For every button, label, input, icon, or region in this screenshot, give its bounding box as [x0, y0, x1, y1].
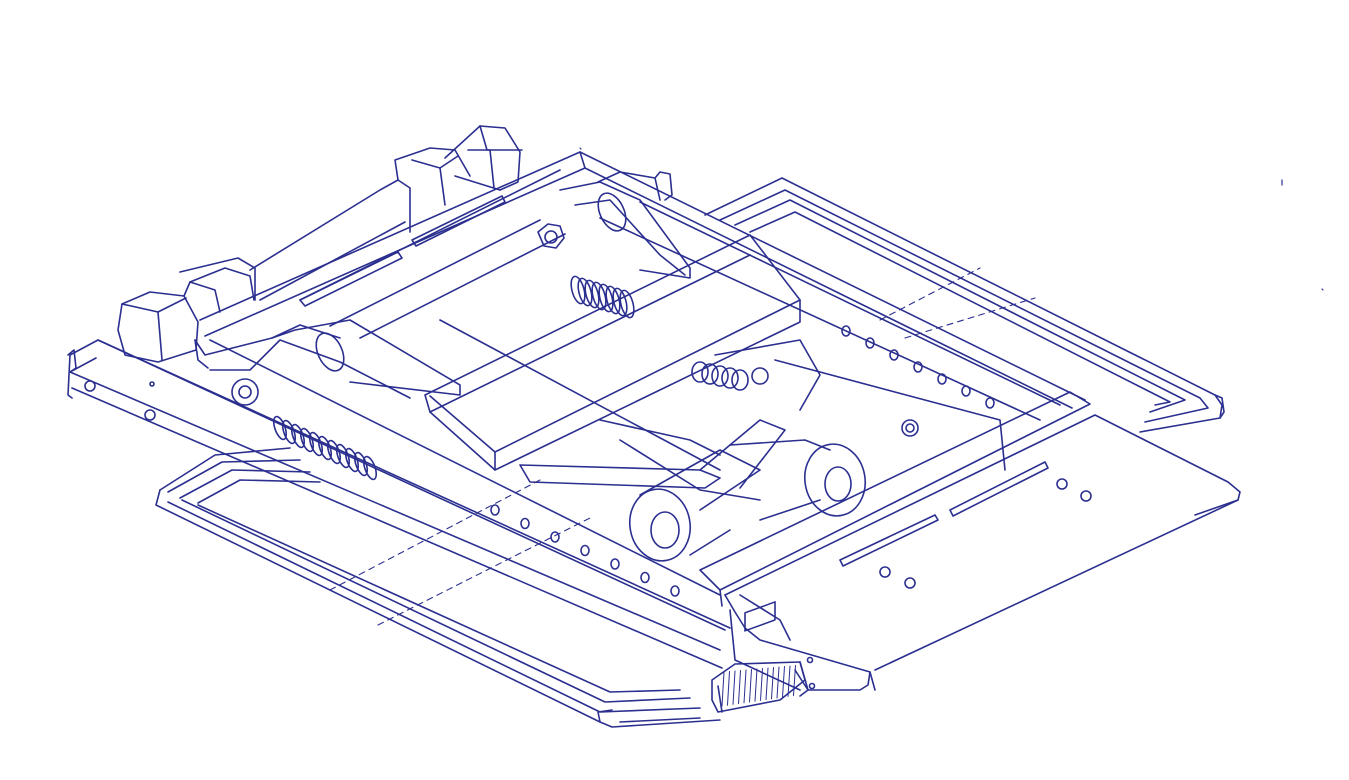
adjust-hole	[937, 373, 947, 385]
spring-coil	[290, 423, 306, 449]
plate-slot-2	[949, 461, 1049, 517]
grille-slat	[727, 671, 730, 706]
frame-hole	[144, 409, 156, 421]
grille-slat	[732, 670, 736, 705]
drawing-speck	[1321, 288, 1324, 291]
grille-slat	[721, 671, 725, 707]
adjust-hole	[640, 571, 650, 584]
drawing-speck	[579, 147, 582, 150]
plate-slot-1	[839, 514, 939, 567]
spring-coil	[326, 439, 342, 465]
roller-right	[729, 439, 866, 521]
grille-slat	[776, 666, 780, 699]
spring-coil	[701, 363, 719, 385]
grille-slat	[749, 669, 752, 703]
adjust-hole	[670, 585, 680, 597]
spring-coil	[598, 283, 614, 313]
grille-slat	[743, 669, 747, 704]
spring-coil	[711, 365, 729, 387]
slide-plate	[724, 414, 1241, 691]
spring-coil	[584, 279, 600, 309]
right-linkage-arm	[559, 171, 691, 279]
spring-coil	[344, 447, 360, 473]
spring-coil	[577, 277, 593, 307]
plate-hole	[879, 566, 891, 578]
adjust-hole	[841, 325, 851, 337]
spring-coil	[353, 451, 369, 477]
plate-hole	[1056, 478, 1068, 490]
rear-spring	[570, 275, 635, 319]
side-adjust-holes	[490, 504, 680, 597]
center-spring	[691, 361, 749, 391]
adjust-hole	[889, 349, 899, 361]
spring-coil	[299, 427, 315, 453]
spring-coil	[362, 455, 378, 481]
adjust-hole	[985, 397, 995, 409]
right-back-cushion	[444, 125, 523, 191]
front-pad	[155, 447, 721, 728]
adjust-knob	[654, 171, 673, 201]
spring-coil	[721, 367, 739, 389]
adjust-hole	[490, 504, 500, 516]
adjust-hole	[610, 558, 620, 570]
spring-coil	[605, 285, 621, 315]
grille-slat	[787, 665, 791, 697]
plate-hole	[904, 577, 916, 589]
left-linkage-arm	[194, 319, 461, 399]
adjust-hole	[520, 517, 530, 530]
damper-rod	[519, 339, 821, 501]
grille-slat	[771, 667, 774, 700]
spring-coil	[731, 369, 749, 391]
frame-bolt	[901, 419, 919, 437]
hex-bolt	[537, 223, 565, 249]
spring-coil	[308, 431, 324, 457]
front-spring	[272, 415, 378, 481]
spring-coil	[272, 415, 288, 441]
spring-coil	[591, 281, 607, 311]
spring-coil	[619, 289, 635, 319]
rear-pad	[704, 177, 1225, 433]
main-frame	[67, 151, 1091, 669]
hidden-lines	[329, 267, 1036, 626]
adjust-hole	[580, 544, 590, 557]
rear-adjust-holes	[841, 325, 995, 409]
spring-coil	[335, 443, 351, 469]
plate-hole	[1080, 490, 1092, 502]
plate-hole	[808, 682, 816, 690]
spring-coil	[612, 287, 628, 317]
plate-hole	[806, 656, 814, 664]
spring-coil	[317, 435, 333, 461]
grille-slat	[738, 670, 741, 705]
adjust-hole	[913, 361, 923, 373]
frame-hole	[84, 380, 96, 392]
spring-coil	[691, 361, 709, 383]
grille-slat	[765, 667, 769, 701]
adjust-hole	[865, 337, 875, 349]
adjust-hole	[961, 385, 971, 397]
rear-slotted-bar	[299, 169, 566, 339]
spring-coil	[281, 419, 297, 445]
roller-left	[629, 449, 761, 562]
spring-coil	[570, 275, 586, 305]
grille-slat	[760, 668, 763, 701]
socket-bolt	[231, 378, 259, 406]
adjust-hole	[550, 531, 560, 543]
end-cap	[67, 349, 77, 373]
grille-slat	[754, 668, 758, 702]
grille-block	[711, 661, 809, 713]
seat-top-plate	[424, 234, 801, 471]
frame-hole	[149, 381, 155, 387]
